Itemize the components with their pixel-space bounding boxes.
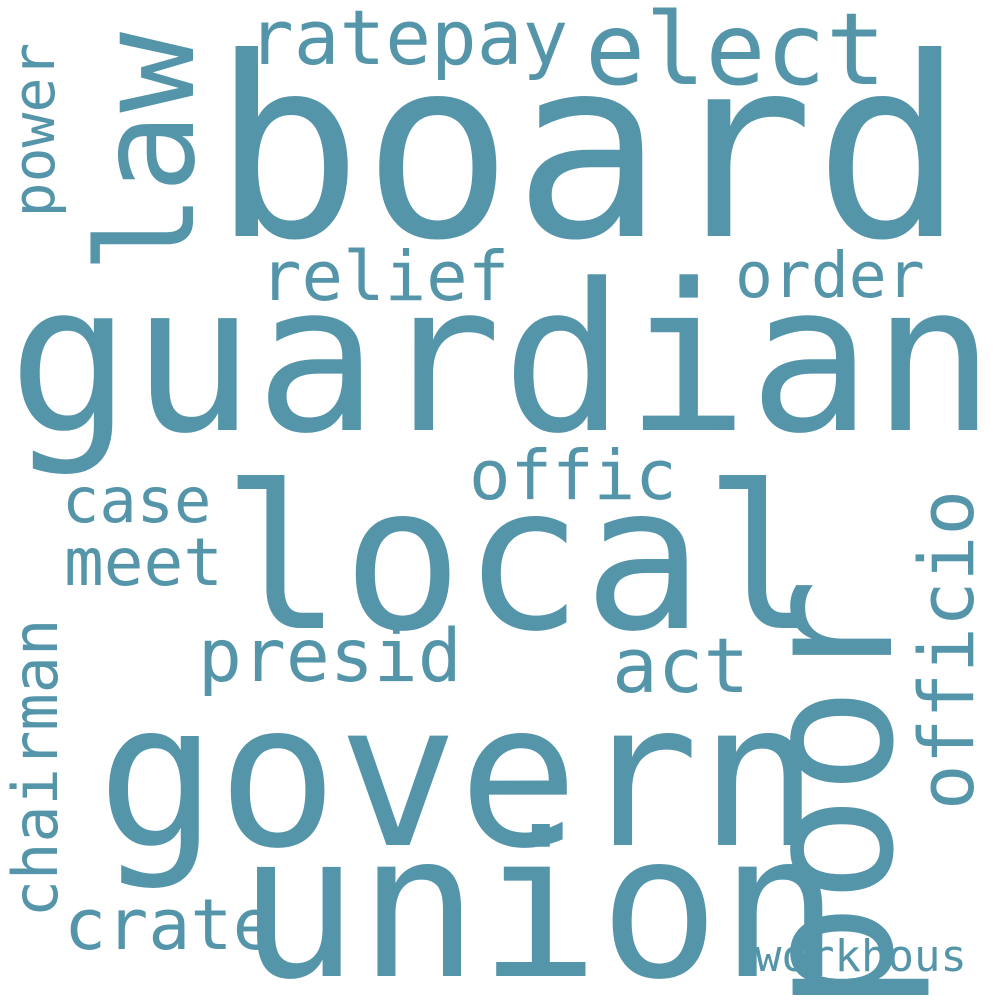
word-govern: govern: [97, 660, 820, 893]
word-law: law: [69, 31, 225, 275]
word-officio: officio: [902, 489, 991, 811]
word-ratepay: ratepay: [248, 0, 569, 82]
word-power: power: [0, 42, 68, 218]
word-elect: elect: [585, 0, 887, 108]
word-offic: offic: [469, 436, 677, 516]
word-board: board: [212, 4, 965, 295]
word-workhous: workhous: [755, 931, 967, 982]
word-crate: crate: [64, 884, 275, 966]
word-order: order: [735, 239, 925, 312]
word-chairman: chairman: [0, 618, 72, 918]
word-local: local: [222, 443, 825, 676]
word-poor: poor: [725, 578, 934, 1000]
word-presid: presid: [198, 614, 462, 699]
word-guardian: guardian: [8, 241, 996, 479]
word-case: case: [62, 464, 212, 537]
word-relief: relief: [260, 237, 510, 317]
word-union: union: [238, 791, 841, 1000]
word-meet: meet: [64, 524, 223, 601]
word-act: act: [612, 621, 750, 710]
